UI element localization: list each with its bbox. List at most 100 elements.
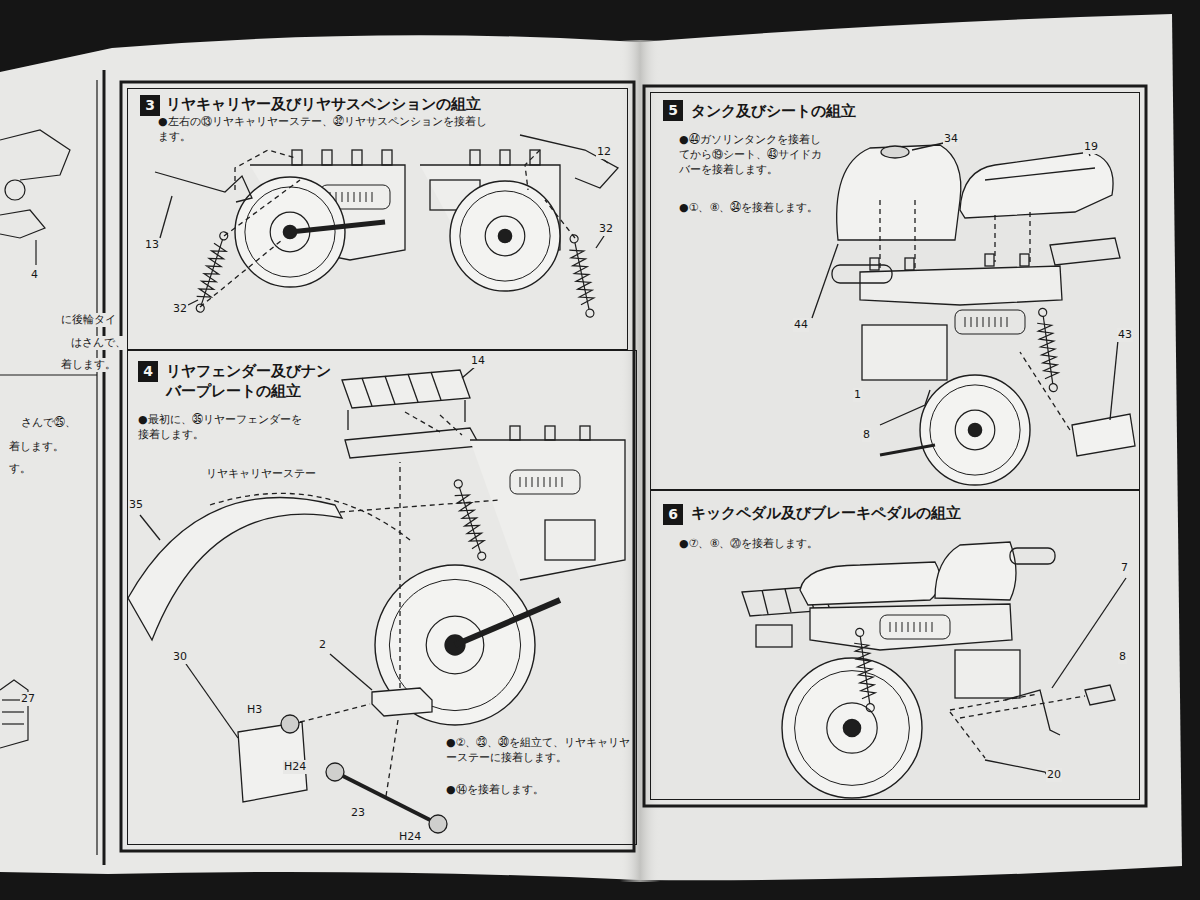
step-number: 3 (145, 96, 155, 115)
step-panel: タンク及びシートの組立 ●㊹ガソリンタンクを接着してから⑲シート、㊸サイドカバーを… (650, 92, 1140, 490)
page-frame (0, 374, 97, 375)
step-number-badge: 5 (663, 100, 683, 121)
instruction-text: ●⑦、⑧、⑳を接着します。 (679, 537, 979, 552)
pedal-illustration (1005, 690, 1060, 735)
tank-seat-illustration (881, 146, 909, 158)
callout-number: 1 (853, 388, 862, 402)
pedal-illustration (810, 604, 1012, 650)
left-page-fragment (2, 723, 24, 724)
callout-number: 14 (470, 354, 486, 368)
rear-carrier-illustration-left (160, 196, 172, 238)
rear-fender-illustration (340, 500, 500, 512)
page-frame (103, 70, 106, 865)
rear-fender-illustration (440, 415, 462, 435)
rear-carrier-illustration-right (596, 236, 604, 248)
rear-carrier-illustration-left (155, 172, 252, 202)
pedal-illustration (1052, 578, 1126, 688)
rear-fender-illustration (210, 493, 410, 540)
tank-seat-illustration (870, 258, 879, 270)
step-panel: キックペダル及びブレーキペダルの組立●⑦、⑧、⑳を接着します。6 (650, 490, 1140, 800)
rear-carrier-illustration-left (235, 150, 296, 190)
rear-fender-illustration (372, 688, 432, 716)
paper (620, 40, 660, 882)
callout-number: 30 (172, 650, 188, 664)
pedal-illustration (762, 590, 768, 614)
page-frame (644, 86, 1146, 806)
callout-number: 32 (598, 222, 614, 236)
tank-seat-illustration (1072, 414, 1135, 456)
rear-fender-illustration (510, 426, 520, 440)
tank-seat-illustration (1035, 307, 1061, 392)
rear-fender-illustration (450, 478, 489, 562)
callout-number: 34 (943, 132, 959, 146)
rear-carrier-illustration-left (352, 150, 362, 165)
left-page-fragment (0, 130, 70, 748)
paper (640, 14, 1182, 880)
rear-carrier-illustration-left (192, 230, 231, 314)
rear-fender-illustration (429, 815, 447, 833)
pedal-illustration (880, 615, 950, 639)
callout-number: 23 (350, 806, 366, 820)
instruction-text: ●⑭を接着します。 (446, 783, 631, 798)
pedal-illustration (950, 694, 1038, 710)
left-page-fragment (2, 711, 24, 712)
part-label: リヤキャリヤーステー (205, 467, 317, 481)
tank-seat-illustration (862, 325, 947, 380)
callout-number: H24 (398, 830, 422, 844)
rear-carrier-illustration-left (290, 222, 385, 232)
pedal-illustration (935, 542, 1016, 600)
left-page-fragment (0, 210, 45, 238)
rear-fender-illustration (345, 428, 480, 458)
step-number-badge: 3 (140, 95, 160, 116)
callout-number: 27 (20, 692, 36, 706)
step-number-badge: 6 (663, 504, 683, 525)
left-page-fragment (0, 130, 70, 180)
tank-seat-illustration (812, 142, 1135, 485)
instruction-text: ●最初に、㉟リヤーフェンダーを接着します。 (138, 413, 303, 443)
step-number: 6 (668, 505, 678, 524)
rear-carrier-illustration-right (545, 200, 575, 238)
rear-carrier-illustration-right (470, 150, 480, 165)
step-title: リヤフェンダー及びナンバープレートの組立 (166, 361, 331, 402)
rear-fender-illustration (545, 426, 555, 440)
rear-fender-illustration (281, 715, 299, 733)
callout-number: 2 (318, 638, 327, 652)
callout-number: 20 (1046, 768, 1062, 782)
paper (0, 35, 640, 880)
rear-carrier-illustration-left (382, 150, 392, 165)
pedal-illustration (960, 696, 1085, 718)
part-label: さんで㉕、 (20, 416, 77, 430)
part-label: に後輪タイ (60, 313, 117, 327)
left-page-fragment (0, 680, 28, 748)
rear-fender-illustration (238, 722, 307, 802)
pedal-illustration (852, 627, 878, 712)
rear-carrier-illustration-right (500, 150, 510, 165)
rear-fender-illustration (140, 515, 160, 540)
rear-carrier-illustration-right (604, 160, 608, 163)
callout-number: 12 (596, 145, 612, 159)
callout-number: H3 (246, 703, 263, 717)
tank-seat-illustration (985, 168, 1095, 180)
tank-seat-illustration (832, 265, 892, 283)
step-number: 5 (668, 101, 678, 120)
rear-fender-illustration (510, 470, 580, 494)
part-label: 着します。 (60, 358, 117, 372)
callout-number: 8 (862, 428, 871, 442)
rear-fender-illustration (545, 520, 595, 560)
step-number: 4 (143, 362, 153, 381)
step-number-badge: 4 (138, 361, 158, 382)
instruction-text: ●㊹ガソリンタンクを接着してから⑲シート、㊸サイドカバーを接着します。 (679, 133, 829, 178)
rear-carrier-illustration-right (525, 150, 540, 190)
instruction-text: ●②、㉓、㉚を組立て、リヤキャリヤーステーに接着します。 (446, 736, 631, 766)
rear-carrier-illustration-left (188, 300, 198, 305)
step-title: タンク及びシートの組立 (691, 101, 856, 121)
instruction-text: ●左右の⑬リヤキャリヤーステー、㉜リヤサスペンションを接着します。 (158, 115, 488, 145)
tank-seat-illustration (1050, 238, 1120, 265)
rear-fender-illustration (580, 426, 590, 440)
rear-fender-illustration (186, 664, 238, 738)
part-label: 着します。 (8, 440, 65, 454)
tank-seat-illustration (860, 266, 1062, 305)
callout-number: 44 (793, 318, 809, 332)
